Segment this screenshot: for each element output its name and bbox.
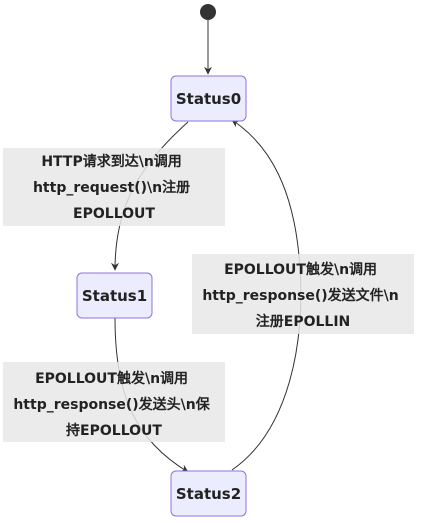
- state-label: Status1: [82, 287, 147, 305]
- state-status1[interactable]: Status1: [76, 272, 153, 319]
- edge-label-line: 注册EPOLLIN: [256, 313, 351, 330]
- edge-label-status2-to-status0: EPOLLOUT触发\n调用 http_response()发送文件\n 注册E…: [192, 254, 414, 334]
- edge-label-line: HTTP请求到达\n调用: [41, 153, 181, 170]
- edge-label-line: http_response()发送头\n保: [13, 396, 210, 413]
- edge-label-status1-to-status2: EPOLLOUT触发\n调用 http_response()发送头\n保 持EP…: [3, 362, 225, 442]
- state-label: Status0: [176, 90, 241, 108]
- edge-label-line: EPOLLOUT触发\n调用: [35, 370, 188, 387]
- state-status2[interactable]: Status2: [170, 470, 247, 517]
- edge-label-line: http_response()发送文件\n: [202, 287, 398, 304]
- edge-label-line: http_request()\n注册: [33, 179, 190, 196]
- svg-text:EPOLLOUT触发\n调用 http_resp: EPOLLOUT触发\n调用 http_response()发送文件\n 注册E…: [202, 261, 403, 330]
- edge-label-line: EPOLLOUT触发\n调用: [224, 261, 377, 278]
- edge-label-status0-to-status1: HTTP请求到达\n调用 http_request()\n注册 EPOLLOUT: [3, 148, 225, 226]
- svg-text:HTTP请求到达\n调用 http_reques: HTTP请求到达\n调用 http_request()\n注册 EPOLLOUT: [33, 153, 195, 222]
- edge-label-line: EPOLLOUT: [73, 206, 155, 222]
- edge-label-line: 持EPOLLOUT: [66, 422, 162, 439]
- state-status0[interactable]: Status0: [170, 75, 247, 122]
- state-label: Status2: [176, 485, 241, 503]
- start-node: [200, 4, 216, 20]
- svg-text:EPOLLOUT触发\n调用 http_resp: EPOLLOUT触发\n调用 http_response()发送头\n保 持EP…: [13, 370, 214, 439]
